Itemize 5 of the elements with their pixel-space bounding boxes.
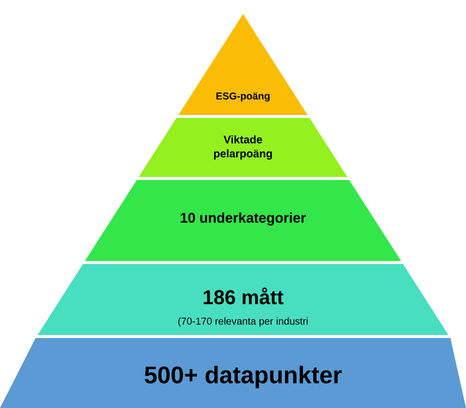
- pyramid-layer: 186 mått (70-170 relevanta per industri: [38, 264, 448, 335]
- pyramid-layer: Viktade pelarpoäng: [138, 118, 348, 177]
- pyramid-layer: ESG-poäng: [178, 14, 308, 115]
- pyramid-layer: 10 underkategorier: [84, 180, 402, 261]
- pyramid-layer: 500+ datapunkter: [0, 338, 466, 408]
